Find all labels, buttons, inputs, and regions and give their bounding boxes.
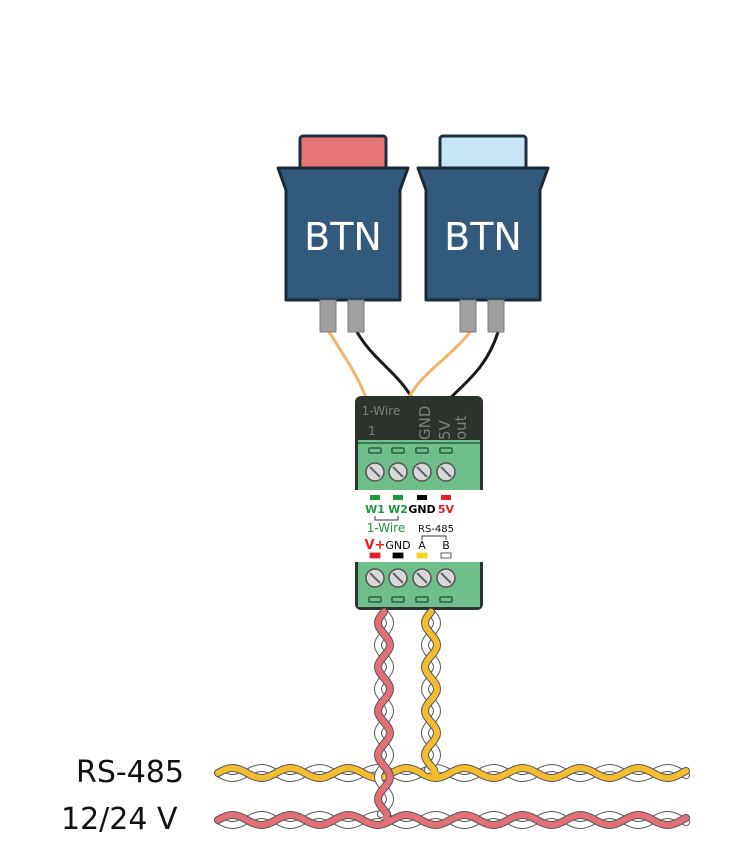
module-label-panel <box>355 490 483 562</box>
bracket-rs485 <box>421 535 447 540</box>
label-1wire-top: 1-Wire <box>362 404 400 418</box>
group-label-rs485: RS-485 <box>418 524 454 535</box>
terminal-slot-top-0 <box>368 447 382 454</box>
pin-label-top-2: GND <box>408 503 435 516</box>
terminal-slot-bottom-1 <box>391 596 405 603</box>
rs485-drop-cable <box>421 608 441 774</box>
screw-bottom-slot-3 <box>440 572 452 584</box>
button-label: BTN <box>304 215 382 259</box>
pin-label-top-1: W2 <box>388 503 408 516</box>
pin-marker-top-1 <box>393 495 403 500</box>
power-bus-cable <box>214 810 690 830</box>
pin-label-top-0: W1 <box>365 503 385 516</box>
rs485-bus-cable <box>214 763 690 783</box>
button-pin-left <box>459 299 477 333</box>
screw-top-slot-3 <box>440 466 452 478</box>
button-pin-left <box>319 299 337 333</box>
button-1: BTN <box>276 134 410 333</box>
power-drop-cable <box>374 608 394 818</box>
pin-marker-bottom-0 <box>369 552 381 559</box>
pin-marker-bottom-2 <box>416 552 428 559</box>
screw-top-slot-1 <box>392 466 404 478</box>
rs485-drop-cable-strand-1 <box>422 609 440 773</box>
screw-top-slot-2 <box>416 466 428 478</box>
pin-label-bottom-2: A <box>418 539 426 552</box>
pin-marker-bottom-1 <box>392 552 404 559</box>
label-5v-sub: out <box>452 415 470 440</box>
label-gnd-top: GND <box>416 406 434 440</box>
pin-label-top-3: 5V <box>438 503 455 516</box>
button-label: BTN <box>444 215 522 259</box>
pin-marker-top-3 <box>441 495 451 500</box>
button-body <box>416 166 550 302</box>
terminal-slot-bottom-0 <box>368 596 382 603</box>
terminal-slot-top-3 <box>439 447 453 454</box>
group-label-1wire: 1-Wire <box>367 521 405 535</box>
button-2: BTN <box>416 134 550 333</box>
pin-marker-top-0 <box>370 495 380 500</box>
power-bus-cable-strand-1 <box>215 811 689 829</box>
label-1wire-sub: 1 <box>368 424 376 438</box>
rs485-bus-cable-strand-1 <box>215 764 689 782</box>
rs485-bus-label: RS-485 <box>76 755 184 790</box>
screw-bottom-slot-2 <box>416 572 428 584</box>
bracket-1wire <box>374 516 399 521</box>
screw-bottom-slot-0 <box>369 572 381 584</box>
pin-label-bottom-1: GND <box>385 539 410 552</box>
button-body <box>276 166 410 302</box>
power-bus-label: 12/24 V <box>61 802 178 837</box>
power-drop-cable-strand-0 <box>375 609 393 817</box>
button-pin-right <box>487 299 505 333</box>
terminal-slot-top-1 <box>391 447 405 454</box>
rs485-join <box>429 767 440 778</box>
terminal-slot-top-2 <box>415 447 429 454</box>
terminal-slot-bottom-3 <box>439 596 453 603</box>
pin-label-bottom-3: B <box>442 539 450 552</box>
twisted-layer <box>214 608 690 830</box>
terminal-slot-bottom-2 <box>415 596 429 603</box>
buttons-layer: BTN BTN <box>276 134 550 333</box>
pin-label-bottom-0: V+ <box>365 538 386 553</box>
pin-marker-bottom-3 <box>440 552 452 559</box>
power-join <box>381 813 393 824</box>
screw-top-slot-0 <box>369 466 381 478</box>
power-drop-cable-strand-1 <box>375 609 393 817</box>
button-pin-right <box>347 299 365 333</box>
screw-bottom-slot-1 <box>392 572 404 584</box>
label-5v-top: 5V <box>436 419 454 440</box>
pin-marker-top-2 <box>417 495 427 500</box>
